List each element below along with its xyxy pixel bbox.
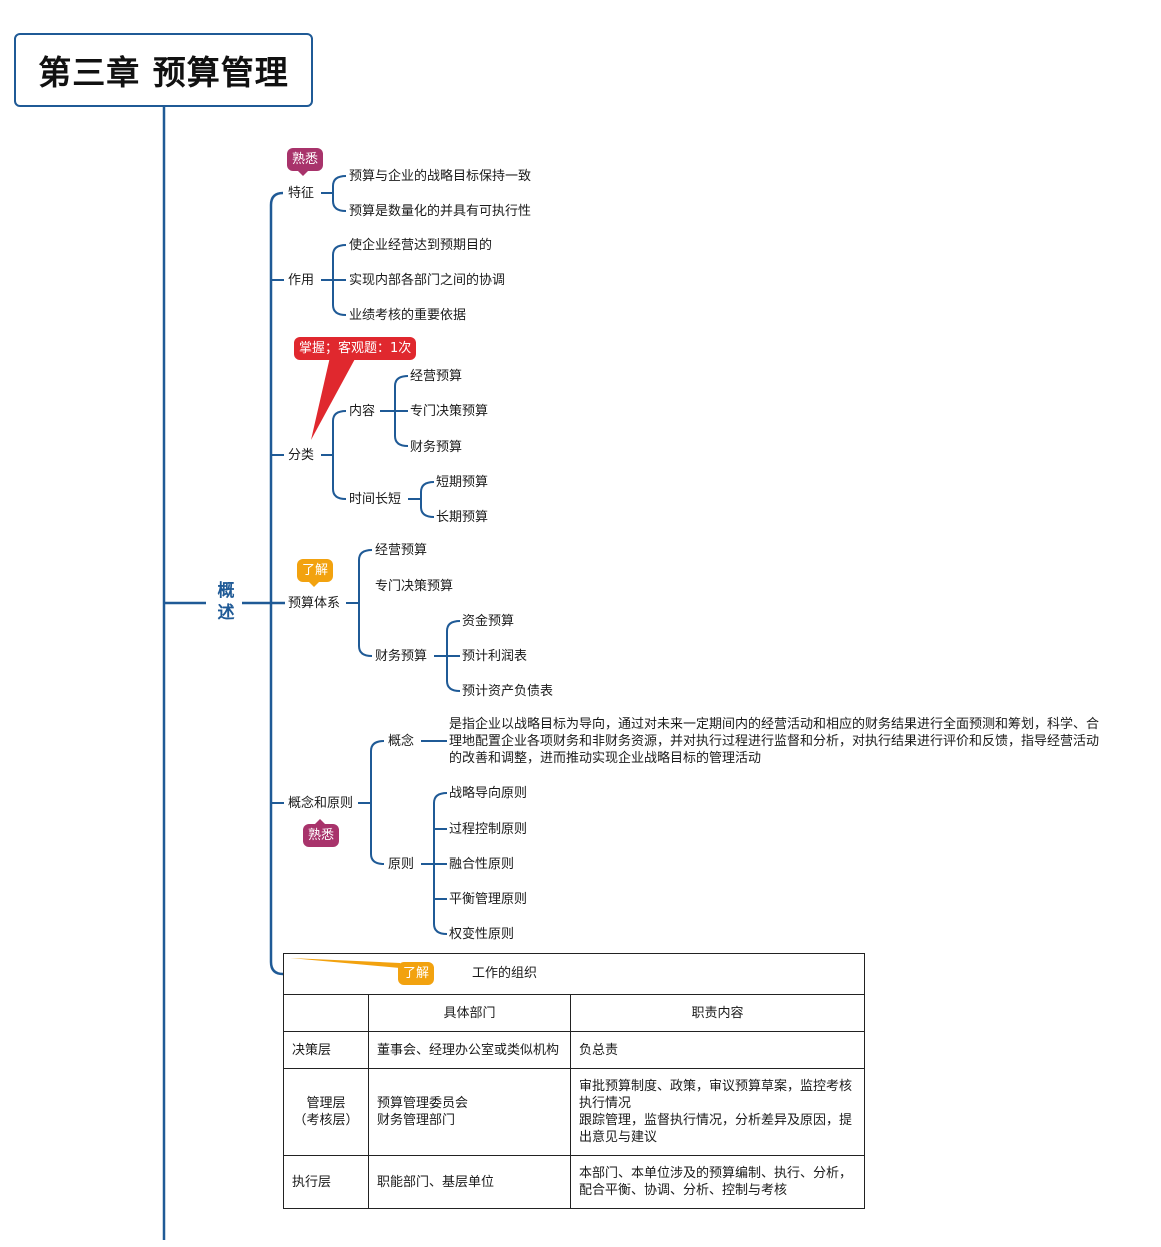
table-cell-dept: 预算管理委员会 财务管理部门 <box>368 1068 571 1156</box>
master-tag-label: 掌握；客观题：1次 <box>299 341 412 356</box>
node-feature-item: 预算与企业的战略目标保持一致 <box>348 168 533 185</box>
table-row: 执行层 职能部门、基层单位 本部门、本单位涉及的预算编制、执行、分析，配合平衡、… <box>283 1155 865 1209</box>
table-header-cell: 职责内容 <box>570 994 865 1032</box>
node-principle-item: 过程控制原则 <box>448 821 529 838</box>
node-system-item: 经营预算 <box>374 542 429 559</box>
table-cell-level: 决策层 <box>283 1031 369 1069</box>
table-row: 管理层 （考核层） 预算管理委员会 财务管理部门 审批预算制度、政策，审议预算草… <box>283 1068 865 1156</box>
chapter-title-box: 第三章 预算管理 <box>14 33 313 107</box>
table-cell-level: 执行层 <box>283 1155 369 1209</box>
node-class-time-item: 短期预算 <box>435 474 490 491</box>
understand-tag-label: 了解 <box>302 563 329 578</box>
table-cell-dept: 职能部门、基层单位 <box>368 1155 571 1209</box>
understand-tag: 了解 <box>398 962 435 985</box>
familiar-tag-label: 熟悉 <box>292 152 319 167</box>
table-header-cell: 具体部门 <box>368 994 571 1032</box>
node-principle: 原则 <box>387 856 416 873</box>
node-principle-item: 平衡管理原则 <box>448 891 529 908</box>
table-header-cell <box>283 994 369 1032</box>
node-class-time: 时间长短 <box>348 491 403 508</box>
familiar-tag: 熟悉 <box>287 148 324 176</box>
understand-tag: 了解 <box>297 559 334 587</box>
node-principle-item: 战略导向原则 <box>448 785 529 802</box>
concept-definition: 是指企业以战略目标为导向，通过对未来一定期间内的经营活动和相应的财务结果进行全面… <box>449 716 1109 767</box>
node-classification: 分类 <box>287 447 316 464</box>
table-cell-duty: 负总责 <box>570 1031 865 1069</box>
node-finance-item: 资金预算 <box>461 613 516 630</box>
node-feature-item: 预算是数量化的并具有可执行性 <box>348 203 533 220</box>
node-role-item: 使企业经营达到预期目的 <box>348 237 494 254</box>
familiar-tag: 熟悉 <box>303 819 340 847</box>
node-class-content-item: 经营预算 <box>409 368 464 385</box>
node-concept-principle: 概念和原则 <box>287 795 355 812</box>
node-finance-item: 预计利润表 <box>461 648 529 665</box>
understand-tag-label: 了解 <box>403 966 430 981</box>
node-roles: 作用 <box>287 272 316 289</box>
table-cell-duty: 本部门、本单位涉及的预算编制、执行、分析，配合平衡、协调、分析、控制与考核 <box>570 1155 865 1209</box>
node-class-time-item: 长期预算 <box>435 509 490 526</box>
node-principle-item: 权变性原则 <box>448 926 516 943</box>
node-principle-item: 融合性原则 <box>448 856 516 873</box>
node-system-item: 专门决策预算 <box>374 578 455 595</box>
node-class-content: 内容 <box>348 403 377 420</box>
table-cell-dept: 董事会、经理办公室或类似机构 <box>368 1031 571 1069</box>
node-system-finance: 财务预算 <box>374 648 429 665</box>
organization-title-cell: 了解 工作的组织 <box>283 953 865 995</box>
node-class-content-item: 财务预算 <box>409 439 464 456</box>
node-features: 特征 <box>287 185 316 202</box>
branch-overview: 概述 <box>214 580 238 624</box>
table-cell-duty: 审批预算制度、政策，审议预算草案，监控考核执行情况 跟踪管理，监督执行情况，分析… <box>570 1068 865 1156</box>
table-row: 决策层 董事会、经理办公室或类似机构 负总责 <box>283 1031 865 1069</box>
node-role-item: 业绩考核的重要依据 <box>348 307 468 324</box>
chapter-title: 第三章 预算管理 <box>38 53 289 92</box>
organization-title: 工作的组织 <box>472 966 538 981</box>
node-finance-item: 预计资产负债表 <box>461 683 555 700</box>
node-role-item: 实现内部各部门之间的协调 <box>348 272 507 289</box>
organization-table: 了解 工作的组织 具体部门 职责内容 决策层 董事会、经理办公室或类似机构 负总… <box>283 953 865 1209</box>
table-cell-level: 管理层 （考核层） <box>283 1068 369 1156</box>
master-tag: 掌握；客观题：1次 <box>294 337 417 360</box>
familiar-tag-label: 熟悉 <box>308 828 335 843</box>
node-class-content-item: 专门决策预算 <box>409 403 490 420</box>
node-system: 预算体系 <box>287 595 342 612</box>
node-concept: 概念 <box>387 733 416 750</box>
